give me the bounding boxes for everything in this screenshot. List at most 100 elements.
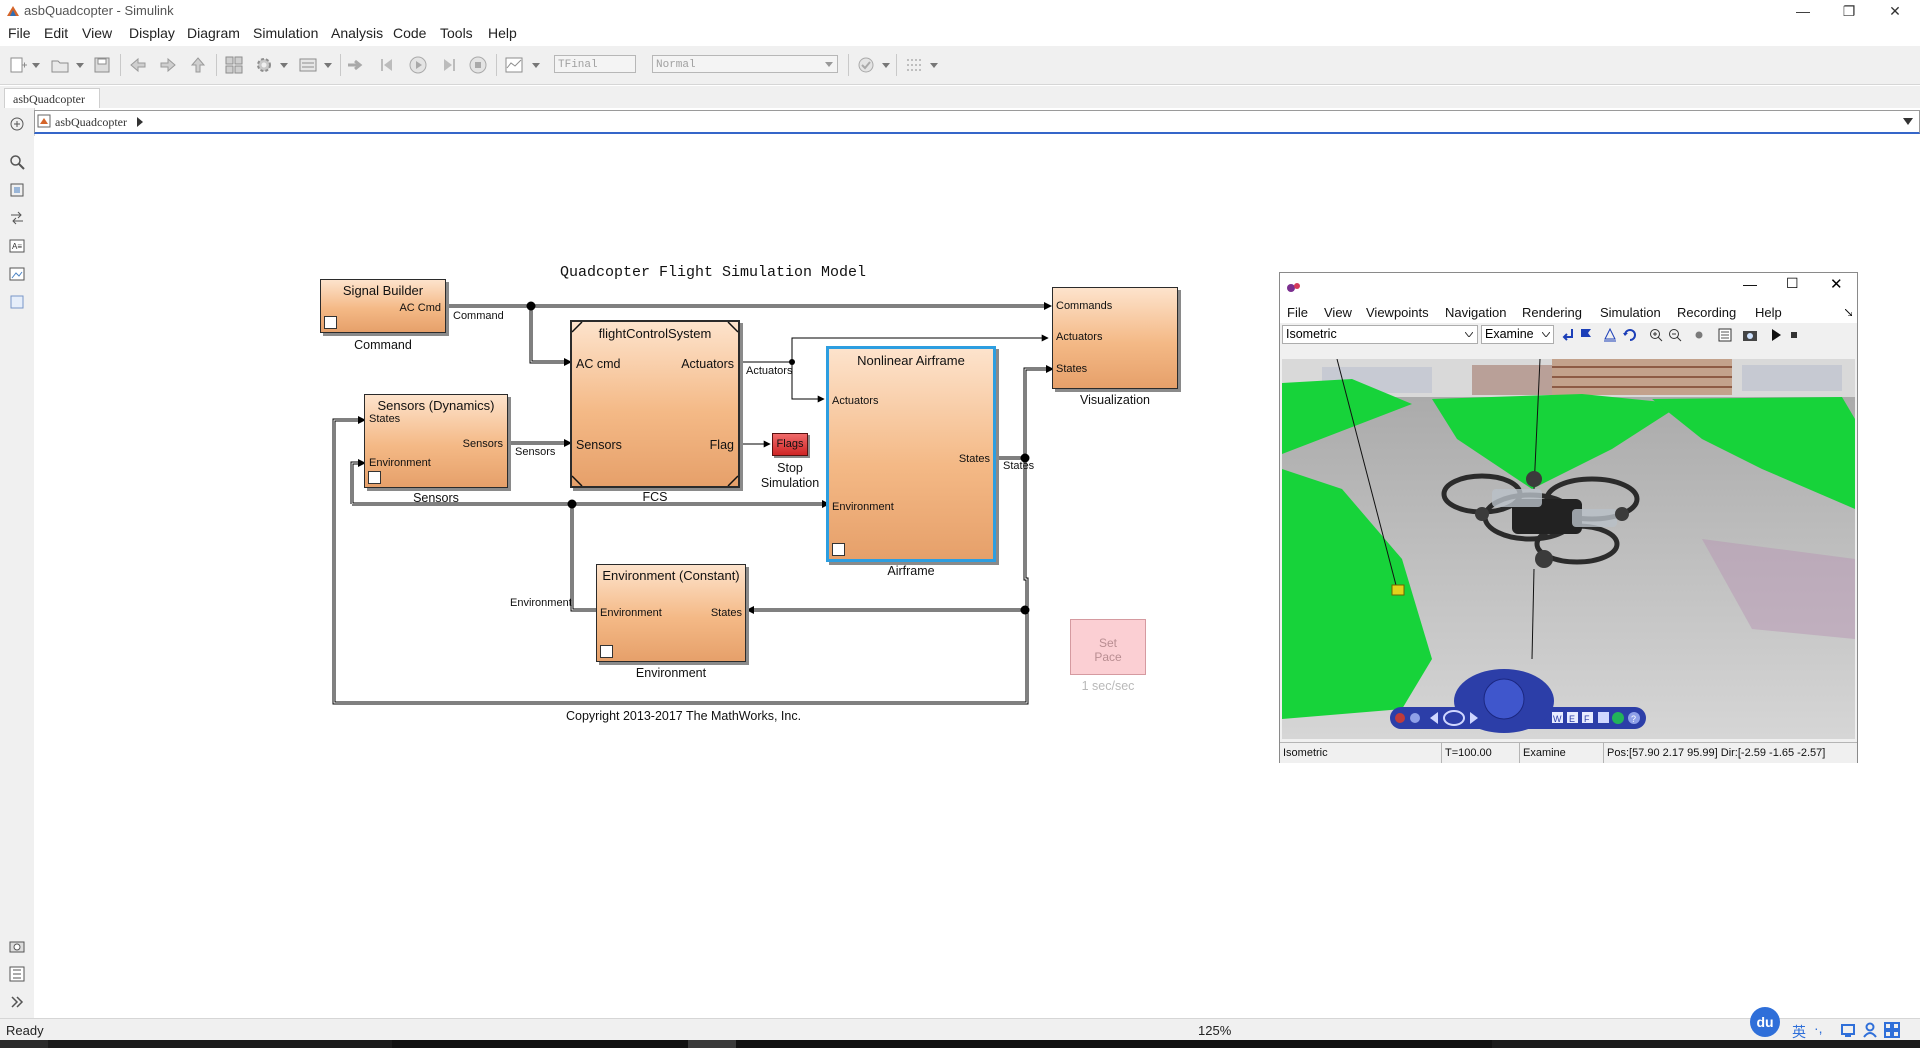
chevron-down-icon[interactable] bbox=[882, 63, 890, 69]
model-advisor-icon[interactable] bbox=[856, 55, 876, 75]
maximize-button[interactable]: ❐ bbox=[1842, 3, 1856, 19]
tab-asbquadcopter[interactable]: asbQuadcopter bbox=[4, 88, 100, 108]
nav-w-button[interactable]: W bbox=[1553, 714, 1562, 724]
menu-tools[interactable]: Tools bbox=[440, 25, 473, 41]
arrow-icon[interactable] bbox=[9, 210, 25, 226]
menu-simulation[interactable]: Simulation bbox=[253, 25, 319, 41]
ime-keyboard-icon[interactable] bbox=[1840, 1022, 1856, 1038]
address-bar[interactable]: asbQuadcopter bbox=[34, 110, 1920, 134]
vr-minimize-button[interactable]: — bbox=[1743, 276, 1757, 292]
vr-viewer-window[interactable]: — ☐ ✕ File View Viewpoints Navigation Re… bbox=[1279, 272, 1858, 763]
vr-nav-mode-select[interactable]: Examine bbox=[1481, 325, 1554, 344]
headlight-icon[interactable] bbox=[1691, 327, 1707, 343]
visualization-block[interactable]: Commands Actuators States bbox=[1052, 287, 1178, 389]
menu-diagram[interactable]: Diagram bbox=[187, 25, 240, 41]
signal-builder-block[interactable]: Signal Builder AC Cmd bbox=[320, 279, 446, 333]
flight-control-system-block[interactable]: flightControlSystem AC cmd Sensors Actua… bbox=[570, 320, 740, 488]
vr-run-icon[interactable] bbox=[1768, 327, 1784, 343]
zoom-level[interactable]: 125% bbox=[1198, 1023, 1232, 1038]
vr-stop-icon[interactable] bbox=[1787, 328, 1801, 342]
chevron-down-icon[interactable] bbox=[1903, 118, 1913, 125]
ime-punctuation-icon[interactable]: ·, bbox=[1814, 1020, 1823, 1036]
build-icon[interactable] bbox=[904, 55, 924, 75]
ime-user-icon[interactable] bbox=[1862, 1022, 1878, 1038]
menu-help[interactable]: Help bbox=[488, 25, 517, 41]
breadcrumb[interactable]: asbQuadcopter bbox=[55, 115, 127, 129]
menu-view[interactable]: View bbox=[82, 25, 113, 41]
chevron-down-icon[interactable] bbox=[532, 63, 540, 69]
step-back-icon[interactable] bbox=[378, 55, 398, 75]
new-model-icon[interactable] bbox=[8, 55, 28, 75]
chevron-right-icon[interactable] bbox=[137, 117, 143, 127]
flag-icon[interactable] bbox=[1578, 327, 1594, 343]
vr-menu-file[interactable]: File bbox=[1287, 305, 1308, 320]
taskbar-start-area[interactable] bbox=[0, 1040, 48, 1048]
viewpoint-icon[interactable] bbox=[1602, 327, 1618, 343]
menu-code[interactable]: Code bbox=[393, 25, 427, 41]
navigation-panel[interactable]: W E F ? bbox=[1390, 669, 1646, 733]
run-stepper-icon[interactable] bbox=[346, 55, 366, 75]
chevron-down-icon[interactable] bbox=[930, 63, 938, 69]
straighten-up-icon[interactable] bbox=[1560, 327, 1576, 343]
model-explorer-icon[interactable] bbox=[298, 55, 318, 75]
chevron-down-icon[interactable] bbox=[32, 63, 40, 69]
vr-menu-viewpoints[interactable]: Viewpoints bbox=[1366, 305, 1429, 320]
nav-f-button[interactable]: F bbox=[1584, 714, 1590, 724]
capture-frame-icon[interactable] bbox=[1717, 327, 1733, 343]
zoom-in-icon[interactable] bbox=[1648, 327, 1664, 343]
step-forward-icon[interactable] bbox=[438, 55, 458, 75]
vr-close-button[interactable]: ✕ bbox=[1830, 276, 1843, 293]
reset-viewpoint-icon[interactable] bbox=[1622, 327, 1638, 343]
vr-menu-recording[interactable]: Recording bbox=[1677, 305, 1737, 320]
vr-menu-view[interactable]: View bbox=[1324, 305, 1352, 320]
chevron-down-icon[interactable] bbox=[280, 63, 288, 69]
gear-icon[interactable] bbox=[254, 55, 274, 75]
vr-menu-help[interactable]: Help bbox=[1755, 305, 1782, 320]
menu-edit[interactable]: Edit bbox=[44, 25, 69, 41]
save-icon[interactable] bbox=[92, 55, 112, 75]
forward-icon[interactable] bbox=[158, 55, 178, 75]
vr-menu-simulation[interactable]: Simulation bbox=[1600, 305, 1661, 320]
annotation-icon[interactable]: A≡ bbox=[9, 238, 25, 254]
chevron-down-icon[interactable] bbox=[324, 63, 332, 69]
vr-maximize-button[interactable]: ☐ bbox=[1786, 275, 1799, 291]
model-browser-icon[interactable] bbox=[9, 966, 25, 982]
screenshot-icon[interactable] bbox=[9, 938, 25, 954]
stop-icon[interactable] bbox=[468, 55, 488, 75]
menu-analysis[interactable]: Analysis bbox=[331, 25, 384, 41]
set-pace-block[interactable]: Set Pace bbox=[1070, 619, 1146, 675]
image-icon[interactable] bbox=[9, 266, 25, 282]
camera-icon[interactable] bbox=[1742, 327, 1758, 343]
vr-viewpoint-select[interactable]: Isometric bbox=[1282, 325, 1478, 344]
area-icon[interactable] bbox=[9, 294, 25, 310]
open-folder-icon[interactable] bbox=[50, 55, 70, 75]
taskbar-active-app[interactable] bbox=[688, 1040, 736, 1048]
back-icon[interactable] bbox=[128, 55, 148, 75]
ime-brand-icon[interactable]: du bbox=[1750, 1007, 1780, 1037]
vr-menu-rendering[interactable]: Rendering bbox=[1522, 305, 1582, 320]
menu-file[interactable]: File bbox=[8, 25, 31, 41]
close-button[interactable]: ✕ bbox=[1889, 3, 1901, 19]
fit-to-view-icon[interactable] bbox=[9, 182, 25, 198]
nav-e-button[interactable]: E bbox=[1569, 714, 1575, 724]
scope-icon[interactable] bbox=[504, 55, 524, 75]
ime-language[interactable]: 英 bbox=[1792, 1024, 1806, 1040]
run-icon[interactable] bbox=[408, 55, 428, 75]
up-icon[interactable] bbox=[188, 55, 208, 75]
library-browser-icon[interactable] bbox=[224, 55, 244, 75]
vr-dock-icon[interactable] bbox=[1845, 309, 1852, 316]
minimize-button[interactable]: — bbox=[1796, 3, 1810, 19]
chevron-down-icon[interactable] bbox=[76, 63, 84, 69]
hide-show-explorer-icon[interactable] bbox=[9, 116, 25, 132]
environment-block[interactable]: Environment (Constant) Environment State… bbox=[596, 564, 746, 662]
menu-display[interactable]: Display bbox=[129, 25, 175, 41]
stop-time-input[interactable]: TFinal bbox=[554, 55, 636, 73]
nav-help-button[interactable]: ? bbox=[1631, 714, 1636, 724]
vr-3d-scene[interactable]: W E F ? bbox=[1282, 359, 1855, 739]
simulation-mode-select[interactable]: Normal bbox=[652, 55, 838, 73]
expand-palette-icon[interactable] bbox=[9, 994, 25, 1010]
zoom-icon[interactable] bbox=[9, 154, 25, 170]
ime-grid-icon[interactable] bbox=[1884, 1022, 1900, 1038]
sensors-block[interactable]: Sensors (Dynamics) States Environment Se… bbox=[364, 394, 508, 488]
taskbar-apps-area[interactable] bbox=[392, 1040, 1492, 1048]
